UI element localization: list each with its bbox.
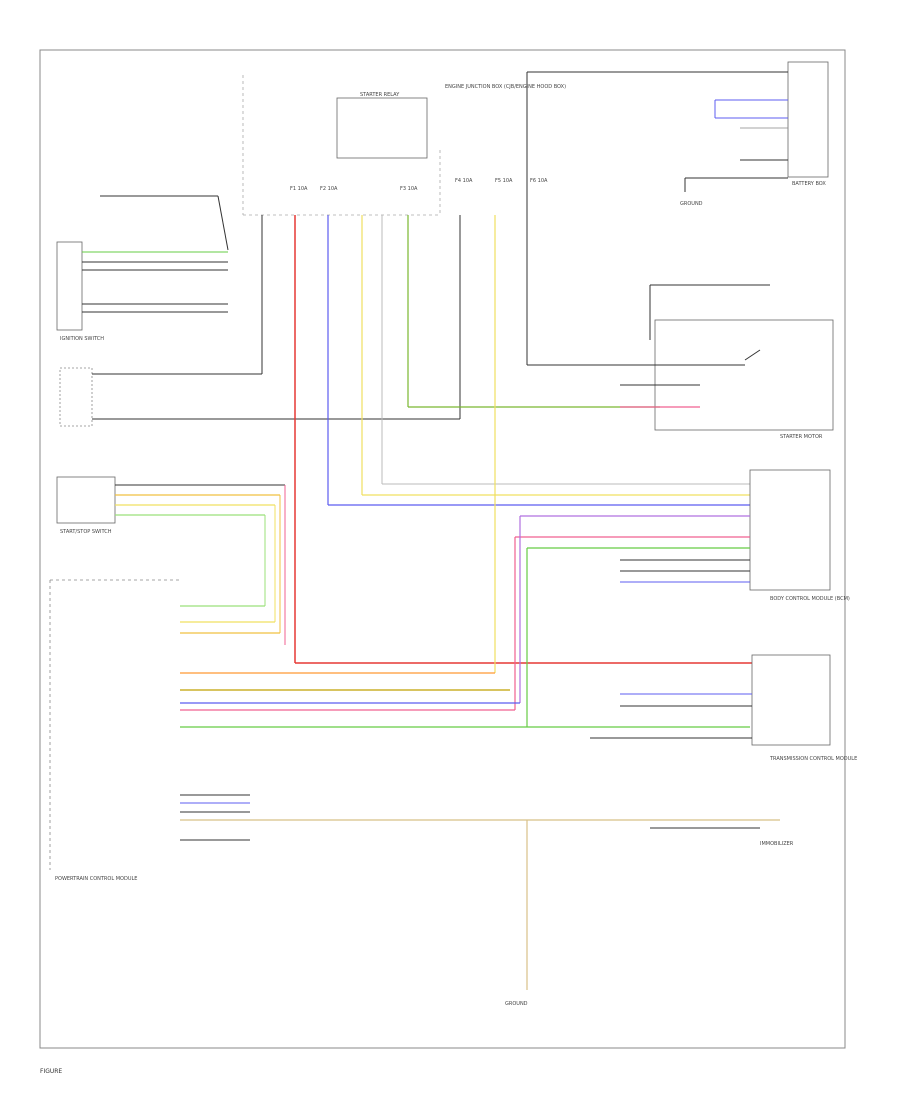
engine-junction-label: ENGINE JUNCTION BOX (CJB/ENGINE HOOD BOX… bbox=[445, 84, 566, 90]
fuse-1-label: F1 10A bbox=[290, 186, 308, 192]
fuse-row: F1 10A F2 10A F3 10A F4 10A F5 10A F6 10… bbox=[290, 178, 548, 192]
bcm-module: BODY CONTROL MODULE (BCM) bbox=[514, 469, 850, 727]
tcm-label: TRANSMISSION CONTROL MODULE bbox=[769, 756, 857, 762]
starter-motor: STARTER MOTOR bbox=[527, 284, 834, 440]
engine-junction-box: STARTER RELAY ENGINE JUNCTION BOX (CJB/E… bbox=[242, 75, 566, 216]
pcm-label: POWERTRAIN CONTROL MODULE bbox=[55, 876, 137, 882]
left-switch-box bbox=[59, 215, 461, 427]
starter-relay-label: STARTER RELAY bbox=[360, 92, 400, 98]
fuse-4-label: F4 10A bbox=[455, 178, 473, 184]
start-stop-label: START/STOP SWITCH bbox=[60, 529, 112, 535]
figure-id: FIGURE bbox=[40, 1068, 63, 1075]
starter-motor-label: STARTER MOTOR bbox=[780, 434, 823, 440]
vertical-wires bbox=[294, 215, 752, 673]
battery-box-label: BATTERY BOX bbox=[792, 181, 826, 187]
fuse-5-label: F5 10A bbox=[495, 178, 513, 184]
fuse-3-label: F3 10A bbox=[400, 186, 418, 192]
battery-box: BATTERY BOX GROUND bbox=[526, 61, 829, 365]
bcm-label: BODY CONTROL MODULE (BCM) bbox=[770, 596, 850, 602]
ignition-switch-label: IGNITION SWITCH bbox=[60, 336, 104, 342]
ground-label-bottom: GROUND bbox=[505, 1001, 528, 1007]
pcm-module: POWERTRAIN CONTROL MODULE bbox=[49, 579, 750, 882]
ground-bus: GROUND IMMOBILIZER bbox=[180, 819, 794, 1007]
start-stop-switch: START/STOP SWITCH bbox=[56, 476, 286, 645]
diagram-frame bbox=[39, 49, 846, 1049]
fuse-2-label: F2 10A bbox=[320, 186, 338, 192]
tcm-module: TRANSMISSION CONTROL MODULE bbox=[590, 654, 857, 762]
fuse-6-label: F6 10A bbox=[530, 178, 548, 184]
ignition-connector: IGNITION SWITCH bbox=[56, 195, 229, 342]
ground-label-top: GROUND bbox=[680, 201, 703, 207]
immobilizer-label: IMMOBILIZER bbox=[760, 841, 794, 847]
